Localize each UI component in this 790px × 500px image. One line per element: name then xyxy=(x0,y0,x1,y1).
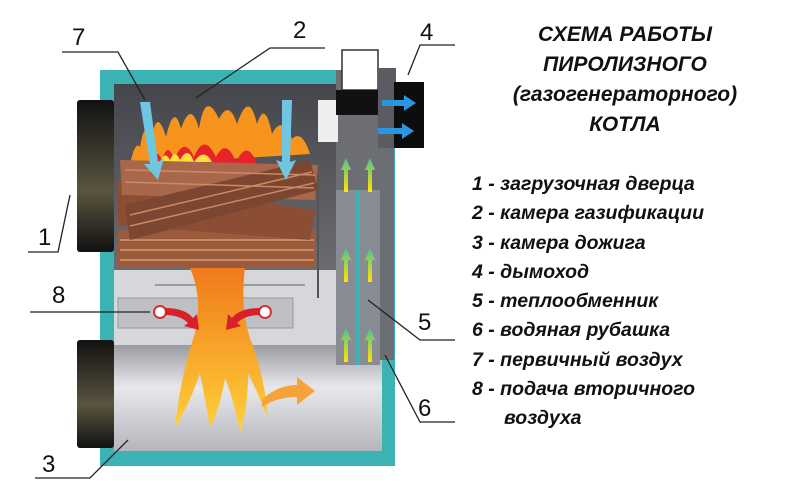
legend: 1 - загрузочная дверца 2 - камера газифи… xyxy=(472,170,704,434)
legend-item: 5 - теплообменник xyxy=(472,290,659,313)
legend-item: 6 - водяная рубашка xyxy=(472,319,671,342)
chimney xyxy=(336,49,424,148)
label-4: 4 xyxy=(420,19,433,46)
boiler-diagram: 7 2 4 1 8 5 6 3 xyxy=(28,17,455,479)
label-2: 2 xyxy=(293,17,306,44)
label-7: 7 xyxy=(72,24,85,51)
wood-logs xyxy=(118,160,318,268)
legend-item: 4 - дымоход xyxy=(472,260,590,283)
legend-item: 7 - первичный воздух xyxy=(472,348,683,371)
label-8: 8 xyxy=(52,282,65,309)
heat-exchanger xyxy=(336,158,380,365)
legend-item-continuation: воздуха xyxy=(504,407,582,430)
title-line: ПИРОЛИЗНОГО xyxy=(543,53,707,76)
label-5: 5 xyxy=(418,309,431,336)
legend-item: 1 - загрузочная дверца xyxy=(472,173,695,195)
title-line: СХЕМА РАБОТЫ xyxy=(538,23,712,46)
primary-air-arrow-icon xyxy=(140,100,296,180)
legend-item: 3 - камера дожига xyxy=(472,231,646,254)
label-3: 3 xyxy=(42,451,55,478)
label-6: 6 xyxy=(418,395,431,422)
secondary-air-arrow-icon xyxy=(153,305,272,330)
title-line: КОТЛА xyxy=(589,113,661,136)
afterburn-door xyxy=(77,340,114,448)
loading-door xyxy=(77,100,114,252)
legend-item: 8 - подача вторичного xyxy=(472,378,696,401)
fire-icon xyxy=(130,106,310,167)
label-1: 1 xyxy=(38,224,51,251)
diagram-title: СХЕМА РАБОТЫ ПИРОЛИЗНОГО (газогенераторн… xyxy=(470,20,780,140)
title-line: (газогенераторного) xyxy=(512,83,738,106)
flame-icon xyxy=(175,268,315,433)
legend-item: 2 - камера газификации xyxy=(472,202,704,225)
